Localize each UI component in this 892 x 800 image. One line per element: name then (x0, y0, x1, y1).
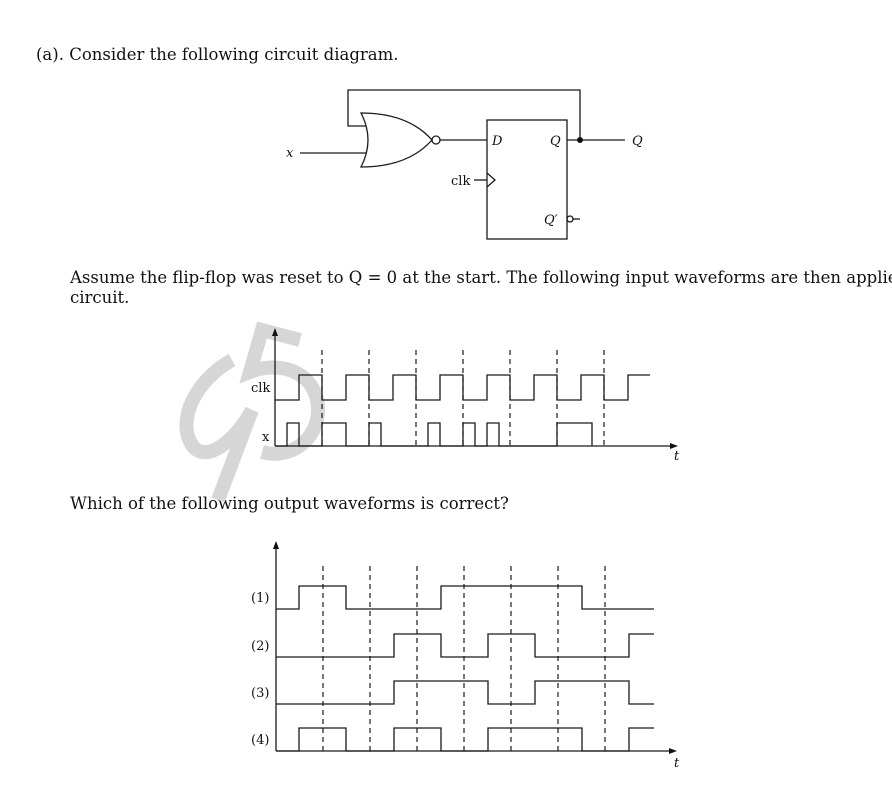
circuit-diagram: x D Q Q′ clk Q (286, 89, 643, 240)
option-1-label: (1) (251, 591, 269, 606)
qbar-label: Q′ (544, 213, 558, 228)
option-2-waveform[interactable] (276, 633, 654, 658)
d-label: D (491, 134, 503, 149)
t-label: t (674, 449, 680, 464)
t-label-outputs: t (674, 756, 680, 771)
option-3-waveform[interactable] (276, 680, 654, 705)
y-axis-outputs-arrow-icon (273, 541, 279, 549)
nor-gate-icon (359, 112, 433, 168)
x-waveform (275, 422, 593, 447)
output-gridlines (322, 566, 606, 751)
output-waveforms-plot: t (1) (2) (3) (4) (251, 541, 680, 771)
y-axis-arrow-icon (272, 328, 278, 336)
junction-dot-icon (577, 137, 583, 143)
intro-text: Consider the following circuit diagram. (69, 45, 399, 64)
feedback-wire (347, 89, 581, 140)
option-4-label: (4) (251, 733, 269, 748)
watermark (179, 321, 326, 503)
input-waveforms-plot: t clk x (251, 328, 680, 464)
clk-wave-label: clk (251, 381, 270, 396)
clock-triangle-icon (486, 172, 496, 188)
q-output-label: Q (632, 134, 643, 149)
t-axis-outputs-arrow-icon (669, 748, 677, 754)
nor-inversion-bubble-icon (431, 135, 441, 145)
x-wave-label: x (262, 430, 270, 445)
option-4-waveform[interactable] (276, 727, 654, 752)
q-label-inside: Q (550, 134, 561, 149)
question-intro: (a). Consider the following circuit diag… (36, 45, 399, 65)
assumption-line-2: circuit. (70, 288, 130, 307)
clk-waveform (275, 374, 650, 401)
part-label: (a). (36, 45, 64, 64)
clk-label: clk (451, 174, 470, 189)
prompt-text: Which of the following output waveforms … (70, 494, 509, 513)
option-2-label: (2) (251, 639, 269, 654)
qbar-bubble-icon (566, 215, 574, 223)
assumption-line-1: Assume the flip-flop was reset to Q = 0 … (70, 268, 892, 287)
option-3-label: (3) (251, 686, 269, 701)
t-axis-arrow-icon (670, 443, 678, 449)
input-x-label: x (286, 146, 294, 161)
option-1-waveform[interactable] (276, 585, 654, 610)
